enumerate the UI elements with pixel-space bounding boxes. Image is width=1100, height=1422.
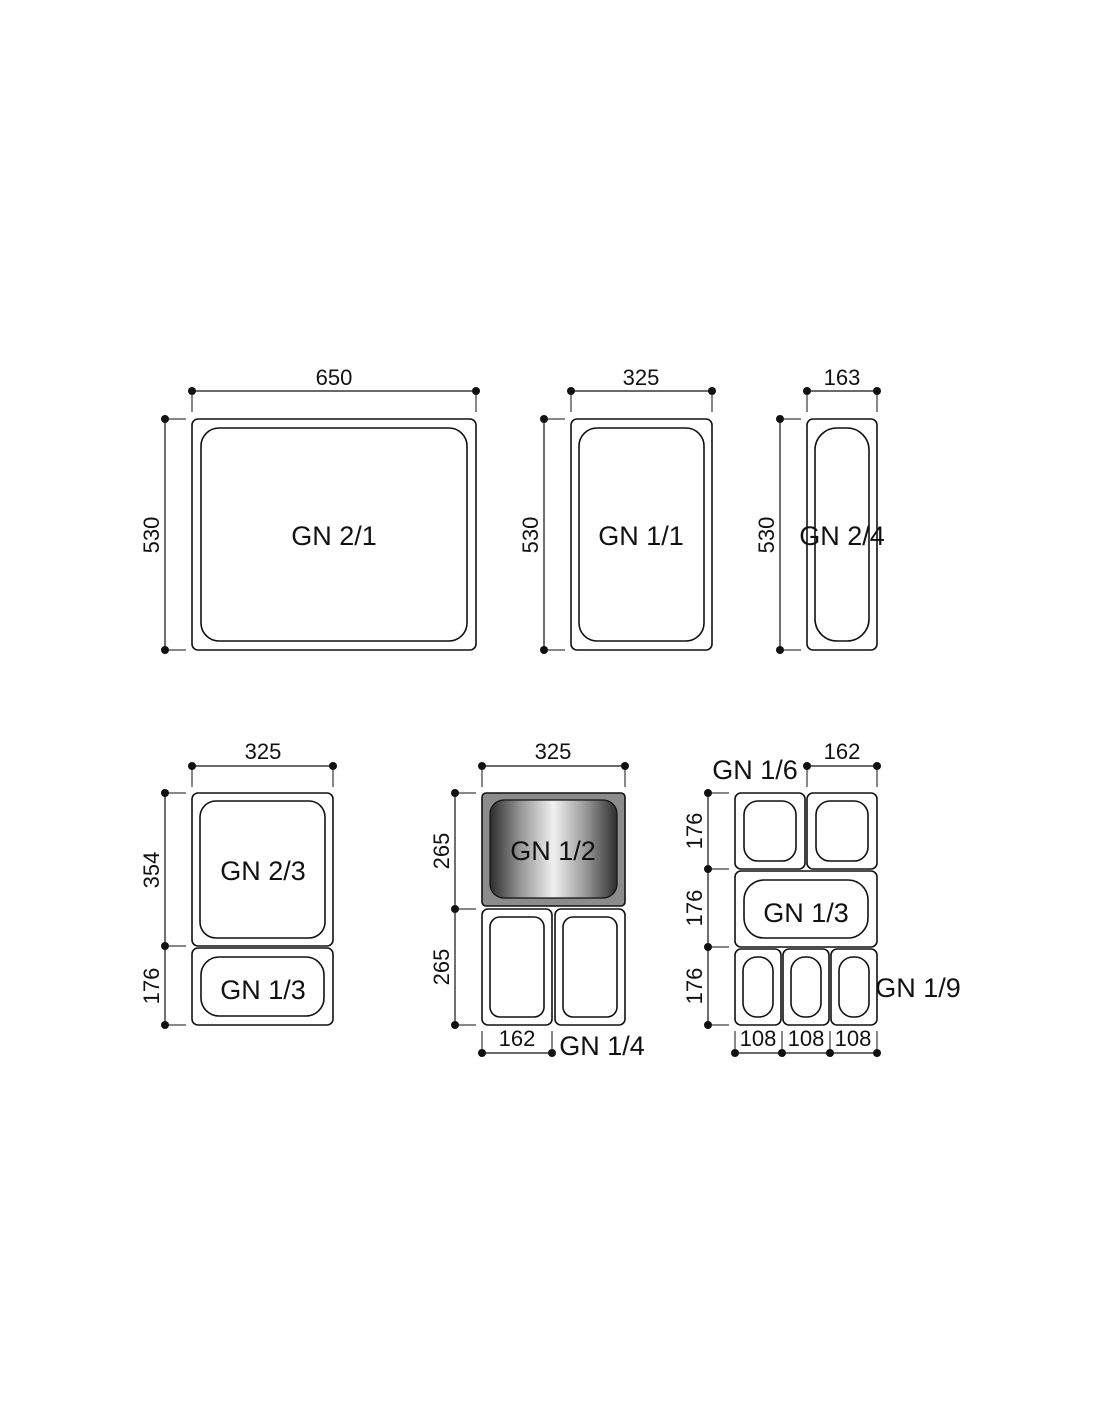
pan-gn-1-4-right: [554, 908, 626, 1026]
pan-gn-2-3: GN 2/3: [191, 792, 334, 947]
pan-gn-2-1: GN 2/1: [191, 418, 477, 651]
dimension-height-265-a: 265: [429, 789, 476, 913]
dimension-width-325-c: 325: [478, 739, 629, 787]
pan-gn-1-9-right: [830, 948, 878, 1026]
pan-gn-1-6-left: [734, 792, 806, 870]
dimension-height-530-c: 530: [754, 415, 801, 654]
dimension-height-530-a: 530: [139, 415, 186, 654]
dimension-width-162-a: 162: [478, 1026, 556, 1057]
dim-label-265-a: 265: [429, 833, 454, 870]
label-gn-1-9: GN 1/9: [875, 973, 961, 1003]
dim-label-265-b: 265: [429, 949, 454, 986]
dimension-height-176-d: 176: [682, 947, 729, 1029]
label-gn-1-6: GN 1/6: [712, 755, 798, 785]
dim-label-108-b: 108: [788, 1026, 825, 1051]
pan-gn-1-9-left: [734, 948, 782, 1026]
dimension-height-530-b: 530: [518, 415, 565, 654]
dimension-width-163: 163: [803, 365, 881, 412]
dim-label-176-b: 176: [682, 813, 707, 850]
dim-label-176-c: 176: [682, 890, 707, 927]
dimension-width-650: 650: [188, 365, 480, 412]
label-gn-1-3-a: GN 1/3: [220, 975, 306, 1005]
dim-label-530-c: 530: [754, 517, 779, 554]
dimension-height-176-c: 176: [682, 869, 729, 951]
dim-label-176-a: 176: [139, 968, 164, 1005]
pan-gn-1-3-b: GN 1/3: [734, 870, 878, 948]
dim-label-530-a: 530: [139, 517, 164, 554]
pan-gn-1-1: GN 1/1: [570, 418, 713, 651]
dimension-height-176-b: 176: [682, 789, 729, 873]
label-gn-2-3: GN 2/3: [220, 856, 306, 886]
pan-gn-1-2: GN 1/2: [481, 792, 626, 907]
dim-label-108-c: 108: [835, 1026, 872, 1051]
label-gn-1-3-b: GN 1/3: [763, 898, 849, 928]
label-gn-1-4: GN 1/4: [559, 1031, 645, 1061]
pan-gn-1-3-a: GN 1/3: [191, 947, 334, 1026]
dim-label-108-a: 108: [740, 1026, 777, 1051]
dimension-height-176-a: 176: [139, 946, 186, 1029]
dimension-width-325-a: 325: [567, 365, 716, 412]
pan-gn-1-6-right: [806, 792, 878, 870]
dimension-width-325-b: 325: [188, 739, 337, 787]
dim-label-325-b: 325: [245, 739, 282, 764]
dim-label-162-b: 162: [824, 739, 861, 764]
pan-gn-2-4: GN 2/4: [799, 418, 885, 651]
label-gn-2-1: GN 2/1: [291, 521, 377, 551]
dim-label-162-a: 162: [499, 1026, 536, 1051]
dimension-width-162-b: 162: [803, 739, 881, 787]
dim-label-354: 354: [139, 852, 164, 889]
label-gn-1-1: GN 1/1: [598, 521, 684, 551]
dimension-widths-108: 108 108 108: [731, 1026, 881, 1057]
pan-gn-1-9-middle: [782, 948, 830, 1026]
dimension-height-265-b: 265: [429, 909, 476, 1029]
pan-gn-1-4-left: [481, 908, 553, 1026]
dim-label-163: 163: [824, 365, 861, 390]
dim-label-325-a: 325: [623, 365, 660, 390]
dim-label-176-d: 176: [682, 968, 707, 1005]
label-gn-1-2: GN 1/2: [510, 836, 596, 866]
dim-label-530-b: 530: [518, 517, 543, 554]
dim-label-325-c: 325: [535, 739, 572, 764]
dimension-height-354: 354: [139, 789, 186, 950]
dim-label-650: 650: [316, 365, 353, 390]
label-gn-2-4: GN 2/4: [799, 521, 885, 551]
